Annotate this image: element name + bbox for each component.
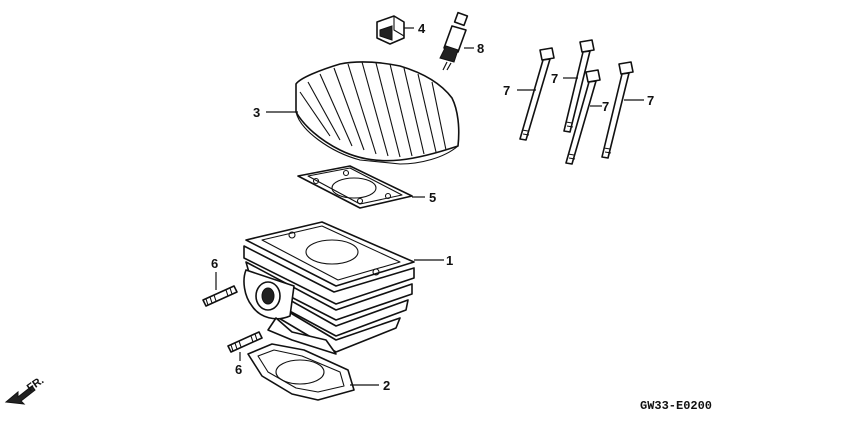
spark-plug[interactable] bbox=[439, 11, 469, 71]
front-direction-arrow: FR. bbox=[4, 374, 46, 405]
cylinder[interactable] bbox=[243, 221, 415, 355]
callout-1: 1 bbox=[446, 253, 453, 268]
callout-6-lower: 6 bbox=[235, 362, 242, 377]
callout-4: 4 bbox=[418, 21, 426, 36]
callout-5: 5 bbox=[429, 190, 436, 205]
cylinder-head[interactable] bbox=[295, 61, 460, 165]
callout-7-c: 7 bbox=[602, 99, 609, 114]
stud-bolt-lower[interactable] bbox=[227, 331, 263, 353]
stud-bolt-b[interactable] bbox=[563, 39, 595, 133]
callout-7-b: 7 bbox=[551, 71, 558, 86]
stud-bolt-c[interactable] bbox=[565, 69, 601, 165]
stud-bolt-d[interactable] bbox=[601, 61, 634, 159]
callout-3: 3 bbox=[253, 105, 260, 120]
spark-plug-cap[interactable] bbox=[376, 15, 405, 45]
diagram-code: GW33-E0200 bbox=[640, 399, 712, 413]
callout-6-upper: 6 bbox=[211, 256, 218, 271]
head-gasket[interactable] bbox=[297, 165, 413, 209]
callout-7-a: 7 bbox=[503, 83, 510, 98]
base-gasket[interactable] bbox=[247, 343, 355, 401]
callout-8: 8 bbox=[477, 41, 484, 56]
stud-bolt-a[interactable] bbox=[519, 47, 555, 141]
callout-2: 2 bbox=[383, 378, 390, 393]
callout-7-d: 7 bbox=[647, 93, 654, 108]
stud-bolt-upper[interactable] bbox=[202, 285, 238, 307]
